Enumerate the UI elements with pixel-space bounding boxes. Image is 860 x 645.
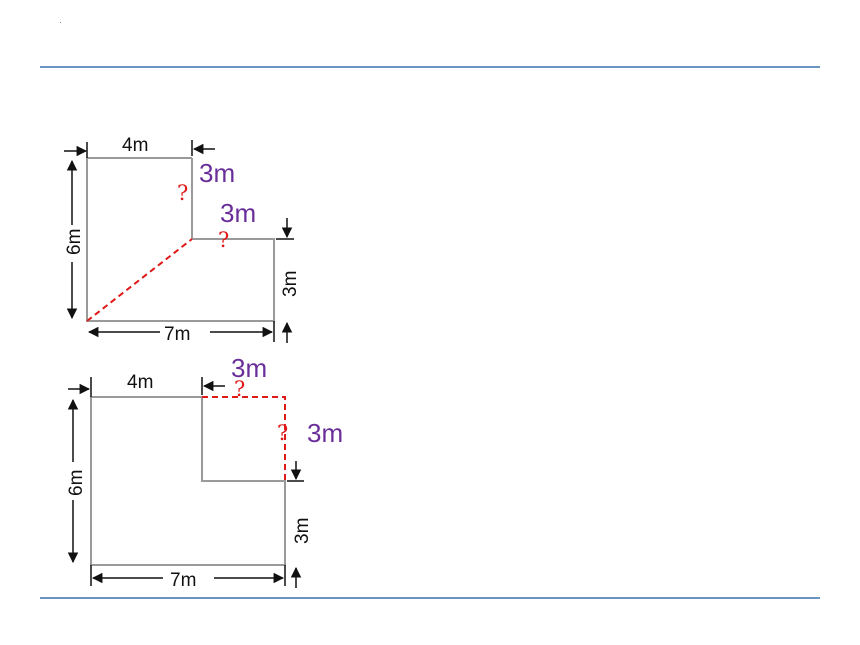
dim2-right-label: 3m [292, 518, 313, 544]
dim2-left-label: 6m [66, 470, 87, 496]
dim-right-label: 3m [280, 271, 301, 297]
dim-left-label: 6m [64, 229, 85, 255]
diagram-2: 4m 6m 7m 3m ? ? 3m 3m [66, 353, 343, 591]
dim2-top-label: 4m [127, 372, 153, 393]
answer-vertical-label: 3m [199, 158, 235, 188]
unknown-vertical-mark: ? [177, 181, 188, 205]
shape-2-outline [90, 396, 286, 566]
answer-horizontal-label: 3m [220, 198, 256, 228]
dim-bottom-label: 7m [164, 324, 190, 345]
bottom-divider [40, 597, 820, 599]
diagram-1: 4m 6m 7m 3m ? ? 3m 3m [64, 135, 301, 345]
shape-1-outline [86, 157, 275, 322]
shape-2-dashed-corner [202, 396, 286, 481]
shape-1-dashed-diagonal [86, 238, 193, 322]
top-divider [40, 66, 820, 68]
dim2-bottom-label: 7m [170, 570, 196, 591]
corner-dot [60, 22, 61, 23]
unknown2-horizontal-mark: ? [234, 377, 245, 401]
unknown2-vertical-mark: ? [277, 421, 288, 445]
dim-top-label: 4m [122, 135, 148, 156]
answer2-horizontal-label: 3m [231, 353, 267, 383]
answer2-vertical-label: 3m [307, 418, 343, 448]
unknown-horizontal-mark: ? [218, 228, 229, 252]
